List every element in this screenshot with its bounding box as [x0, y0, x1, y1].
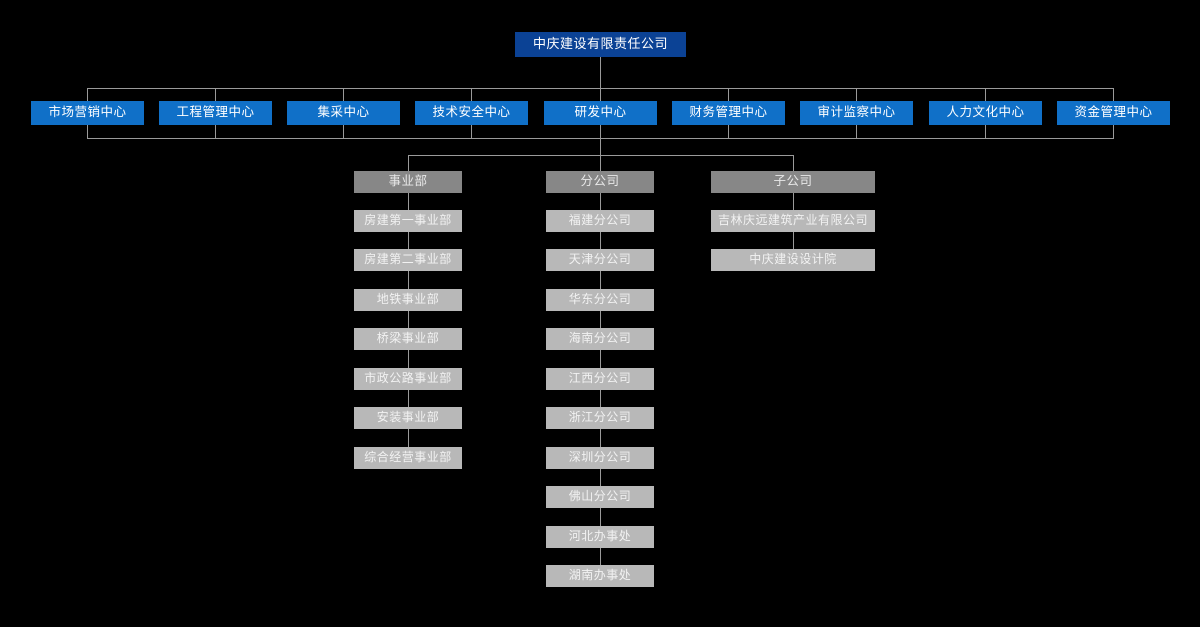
org-node-group-2-child-3[interactable]: 华东分公司	[546, 289, 654, 311]
org-node-group-1-child-2-label: 房建第二事业部	[364, 252, 452, 267]
org-node-group-2-child-2[interactable]: 天津分公司	[546, 249, 654, 271]
connector-center-drop-5	[600, 88, 601, 101]
connector-center-drop-9	[1113, 88, 1114, 101]
org-node-group-1-child-7[interactable]: 综合经营事业部	[354, 447, 462, 469]
org-node-group-1-child-4-label: 桥梁事业部	[376, 331, 440, 346]
org-node-group-2-child-6-label: 浙江分公司	[568, 410, 632, 425]
connector-center-riser-8	[985, 125, 986, 138]
connector-center-drop-6	[728, 88, 729, 101]
org-node-center-7-label: 审计监察中心	[817, 105, 896, 120]
org-node-center-7[interactable]: 审计监察中心	[800, 101, 913, 125]
org-node-group-1[interactable]: 事业部	[354, 171, 462, 193]
connector-center-riser-4	[471, 125, 472, 138]
org-node-center-4-label: 技术安全中心	[432, 105, 511, 120]
org-node-group-2-child-5[interactable]: 江西分公司	[546, 368, 654, 390]
org-node-center-8-label: 人力文化中心	[946, 105, 1025, 120]
org-node-group-1-child-5[interactable]: 市政公路事业部	[354, 368, 462, 390]
org-node-center-2-label: 工程管理中心	[176, 105, 255, 120]
org-node-group-3-child-2-label: 中庆建设设计院	[749, 252, 837, 267]
connector-center-drop-4	[471, 88, 472, 101]
connector-center-drop-1	[87, 88, 88, 101]
org-node-group-2-label: 分公司	[580, 174, 620, 189]
org-node-root[interactable]: 中庆建设有限责任公司	[515, 32, 686, 57]
org-node-group-2-child-7[interactable]: 深圳分公司	[546, 447, 654, 469]
org-node-group-2-child-1-label: 福建分公司	[568, 213, 632, 228]
connector-group-drop-3	[793, 155, 794, 171]
connector-center-drop-3	[343, 88, 344, 101]
org-node-group-2-child-6[interactable]: 浙江分公司	[546, 407, 654, 429]
org-node-center-3[interactable]: 集采中心	[287, 101, 400, 125]
connector-group-1-spine	[408, 193, 409, 449]
connector-center-riser-5	[600, 125, 601, 155]
org-node-group-2-child-8[interactable]: 佛山分公司	[546, 486, 654, 508]
org-node-center-3-label: 集采中心	[317, 105, 370, 120]
org-node-group-2-child-1[interactable]: 福建分公司	[546, 210, 654, 232]
org-node-center-5[interactable]: 研发中心	[544, 101, 657, 125]
org-node-group-1-child-3[interactable]: 地铁事业部	[354, 289, 462, 311]
org-node-root-label: 中庆建设有限责任公司	[532, 36, 668, 52]
org-node-center-1[interactable]: 市场营销中心	[31, 101, 144, 125]
connector-root-stem	[600, 57, 601, 88]
org-node-group-1-child-2[interactable]: 房建第二事业部	[354, 249, 462, 271]
connector-center-riser-7	[856, 125, 857, 138]
org-node-group-3[interactable]: 子公司	[711, 171, 875, 193]
org-node-group-1-label: 事业部	[388, 174, 428, 189]
connector-center-riser-1	[87, 125, 88, 138]
org-node-center-6[interactable]: 财务管理中心	[672, 101, 785, 125]
org-node-center-5-label: 研发中心	[574, 105, 627, 120]
org-node-group-1-child-4[interactable]: 桥梁事业部	[354, 328, 462, 350]
connector-center-riser-3	[343, 125, 344, 138]
org-node-center-6-label: 财务管理中心	[689, 105, 768, 120]
org-node-group-1-child-6-label: 安装事业部	[376, 410, 440, 425]
connector-group-drop-1	[408, 155, 409, 171]
org-node-group-1-child-1[interactable]: 房建第一事业部	[354, 210, 462, 232]
connector-center-drop-7	[856, 88, 857, 101]
org-node-group-2-child-4-label: 海南分公司	[568, 331, 632, 346]
org-node-center-2[interactable]: 工程管理中心	[159, 101, 272, 125]
org-node-group-2[interactable]: 分公司	[546, 171, 654, 193]
org-node-center-8[interactable]: 人力文化中心	[929, 101, 1042, 125]
connector-center-drop-8	[985, 88, 986, 101]
org-node-group-2-child-10[interactable]: 湖南办事处	[546, 565, 654, 587]
connector-center-drop-2	[215, 88, 216, 101]
connector-group-drop-2	[600, 155, 601, 171]
org-node-group-2-child-3-label: 华东分公司	[568, 292, 632, 307]
org-node-group-2-child-7-label: 深圳分公司	[568, 450, 632, 465]
org-node-group-2-child-5-label: 江西分公司	[568, 371, 632, 386]
org-node-group-1-child-1-label: 房建第一事业部	[364, 213, 452, 228]
connector-center-riser-2	[215, 125, 216, 138]
org-node-group-3-child-2[interactable]: 中庆建设设计院	[711, 249, 875, 271]
org-node-group-2-child-9-label: 河北办事处	[568, 529, 632, 544]
org-node-group-2-child-10-label: 湖南办事处	[568, 568, 632, 583]
org-node-group-1-child-6[interactable]: 安装事业部	[354, 407, 462, 429]
org-node-group-2-child-8-label: 佛山分公司	[568, 489, 632, 504]
org-node-center-9[interactable]: 资金管理中心	[1057, 101, 1170, 125]
connector-centers-bottom-bus	[87, 138, 1114, 139]
org-node-center-1-label: 市场营销中心	[48, 105, 127, 120]
org-node-group-3-child-1[interactable]: 吉林庆远建筑产业有限公司	[711, 210, 875, 232]
org-node-center-9-label: 资金管理中心	[1074, 105, 1153, 120]
org-node-group-1-child-3-label: 地铁事业部	[376, 292, 440, 307]
org-node-center-4[interactable]: 技术安全中心	[415, 101, 528, 125]
org-node-group-1-child-5-label: 市政公路事业部	[364, 371, 452, 386]
org-node-group-2-child-9[interactable]: 河北办事处	[546, 526, 654, 548]
org-node-group-2-child-4[interactable]: 海南分公司	[546, 328, 654, 350]
connector-center-riser-6	[728, 125, 729, 138]
connector-center-riser-9	[1113, 125, 1114, 138]
org-node-group-3-child-1-label: 吉林庆远建筑产业有限公司	[717, 213, 868, 228]
org-node-group-3-label: 子公司	[773, 174, 813, 189]
org-node-group-2-child-2-label: 天津分公司	[568, 252, 632, 267]
org-node-group-1-child-7-label: 综合经营事业部	[364, 450, 452, 465]
